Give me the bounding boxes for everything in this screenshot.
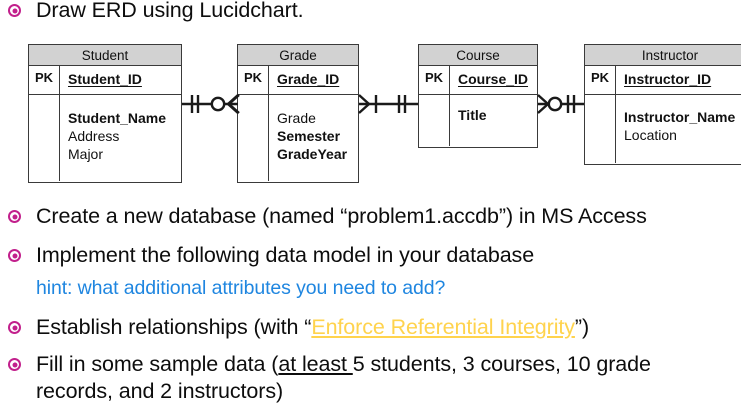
attr-student-major: Major (68, 146, 104, 162)
entity-instructor-title: Instructor (585, 45, 741, 66)
bullet-marker-icon (8, 249, 21, 262)
attr-instructor-id: Instructor_ID (624, 71, 712, 87)
sample-data-prefix: Fill in some sample data ( (36, 352, 279, 376)
entity-instructor-pk-row: PK Instructor_ID (585, 66, 741, 95)
establish-prefix: Establish relationships (with “ (36, 315, 312, 339)
entity-grade-key-blank (238, 95, 269, 181)
attr-student-address: Address (68, 128, 120, 144)
entity-course-attrs: Title (450, 95, 537, 146)
bullet-sample-data[interactable]: Fill in some sample data (at least 5 stu… (8, 351, 726, 405)
entity-grade[interactable]: Grade PK Grade_ID Grade Semester GradeYe… (237, 44, 359, 183)
relationship-stub-grade-left (227, 94, 240, 114)
entity-course-key-blank (419, 95, 450, 146)
bullet-marker-icon (8, 358, 21, 371)
entity-student-key-blank (29, 95, 60, 181)
bullet-create-db[interactable]: Create a new database (named “problem1.a… (8, 203, 647, 230)
entity-course-pk-attrs: Course_ID (450, 66, 537, 94)
entity-grade-attr-row: Grade Semester GradeYear (238, 95, 358, 181)
entity-student-pk-label: PK (29, 66, 60, 94)
attr-instructor-location: Location (624, 127, 677, 143)
relationship-course-instructor (537, 94, 584, 114)
entity-grade-title: Grade (238, 45, 358, 66)
attr-instructor-name: Instructor_Name (624, 109, 736, 125)
attr-grade-id: Grade_ID (277, 71, 340, 87)
entity-instructor-key-blank (585, 95, 616, 163)
bullet-establish-relationships[interactable]: Establish relationships (with “Enforce R… (8, 314, 589, 341)
entity-instructor-attr-row: Instructor_Name Location (585, 95, 741, 163)
bullet-sample-data-label: Fill in some sample data (at least 5 stu… (36, 351, 726, 405)
sample-data-underlined: at least (278, 352, 353, 376)
bullet-implement-model[interactable]: Implement the following data model in yo… (8, 242, 534, 269)
entity-course-pk-row: PK Course_ID (419, 66, 537, 95)
bullet-implement-model-label: Implement the following data model in yo… (36, 243, 535, 267)
entity-course[interactable]: Course PK Course_ID Title (418, 44, 538, 148)
entity-student-attr-row: Student_Name Address Major (29, 95, 181, 181)
entity-grade-pk-attrs: Grade_ID (269, 66, 358, 94)
entity-course-title: Course (419, 45, 537, 66)
sample-data-suffix: 5 students, 3 courses, 10 grade records,… (36, 352, 651, 403)
entity-student-pk-attrs: Student_ID (60, 66, 181, 94)
entity-instructor-attrs: Instructor_Name Location (616, 95, 741, 163)
entity-course-pk-label: PK (419, 66, 450, 94)
entity-instructor-pk-label: PK (585, 66, 616, 94)
erd-diagram: Student PK Student_ID Student_Name Addre… (0, 0, 741, 200)
bullet-marker-icon (8, 210, 21, 223)
bullet-draw-erd[interactable]: Draw ERD using Lucidchart. (8, 0, 304, 24)
relationship-grade-course (358, 94, 418, 114)
establish-suffix: ”) (574, 315, 590, 339)
bullet-establish-relationships-label: Establish relationships (with “Enforce R… (36, 314, 589, 341)
attr-student-name: Student_Name (68, 110, 167, 126)
bullet-marker-icon (8, 4, 21, 17)
entity-instructor-pk-attrs: Instructor_ID (616, 66, 741, 94)
attr-grade-semester: Semester (277, 128, 341, 144)
entity-student[interactable]: Student PK Student_ID Student_Name Addre… (28, 44, 182, 183)
attr-course-id: Course_ID (458, 71, 529, 87)
entity-instructor[interactable]: Instructor PK Instructor_ID Instructor_N… (584, 44, 741, 165)
entity-grade-pk-row: PK Grade_ID (238, 66, 358, 95)
entity-student-pk-row: PK Student_ID (29, 66, 181, 95)
entity-grade-attrs: Grade Semester GradeYear (269, 95, 358, 181)
entity-course-attr-row: Title (419, 95, 537, 146)
entity-student-title: Student (29, 45, 181, 66)
bullet-create-db-label: Create a new database (named “problem1.a… (36, 204, 647, 228)
enforce-referential-integrity-link[interactable]: Enforce Referential Integrity (311, 315, 575, 339)
attr-grade-year: GradeYear (277, 146, 348, 162)
attr-student-id: Student_ID (68, 71, 142, 87)
entity-student-attrs: Student_Name Address Major (60, 95, 181, 181)
bullet-draw-erd-label: Draw ERD using Lucidchart. (36, 0, 304, 22)
attr-course-title: Title (458, 107, 487, 123)
attr-grade-grade: Grade (277, 110, 316, 126)
entity-grade-pk-label: PK (238, 66, 269, 94)
hint-text: hint: what additional attributes you nee… (36, 277, 446, 299)
bullet-marker-icon (8, 321, 21, 334)
